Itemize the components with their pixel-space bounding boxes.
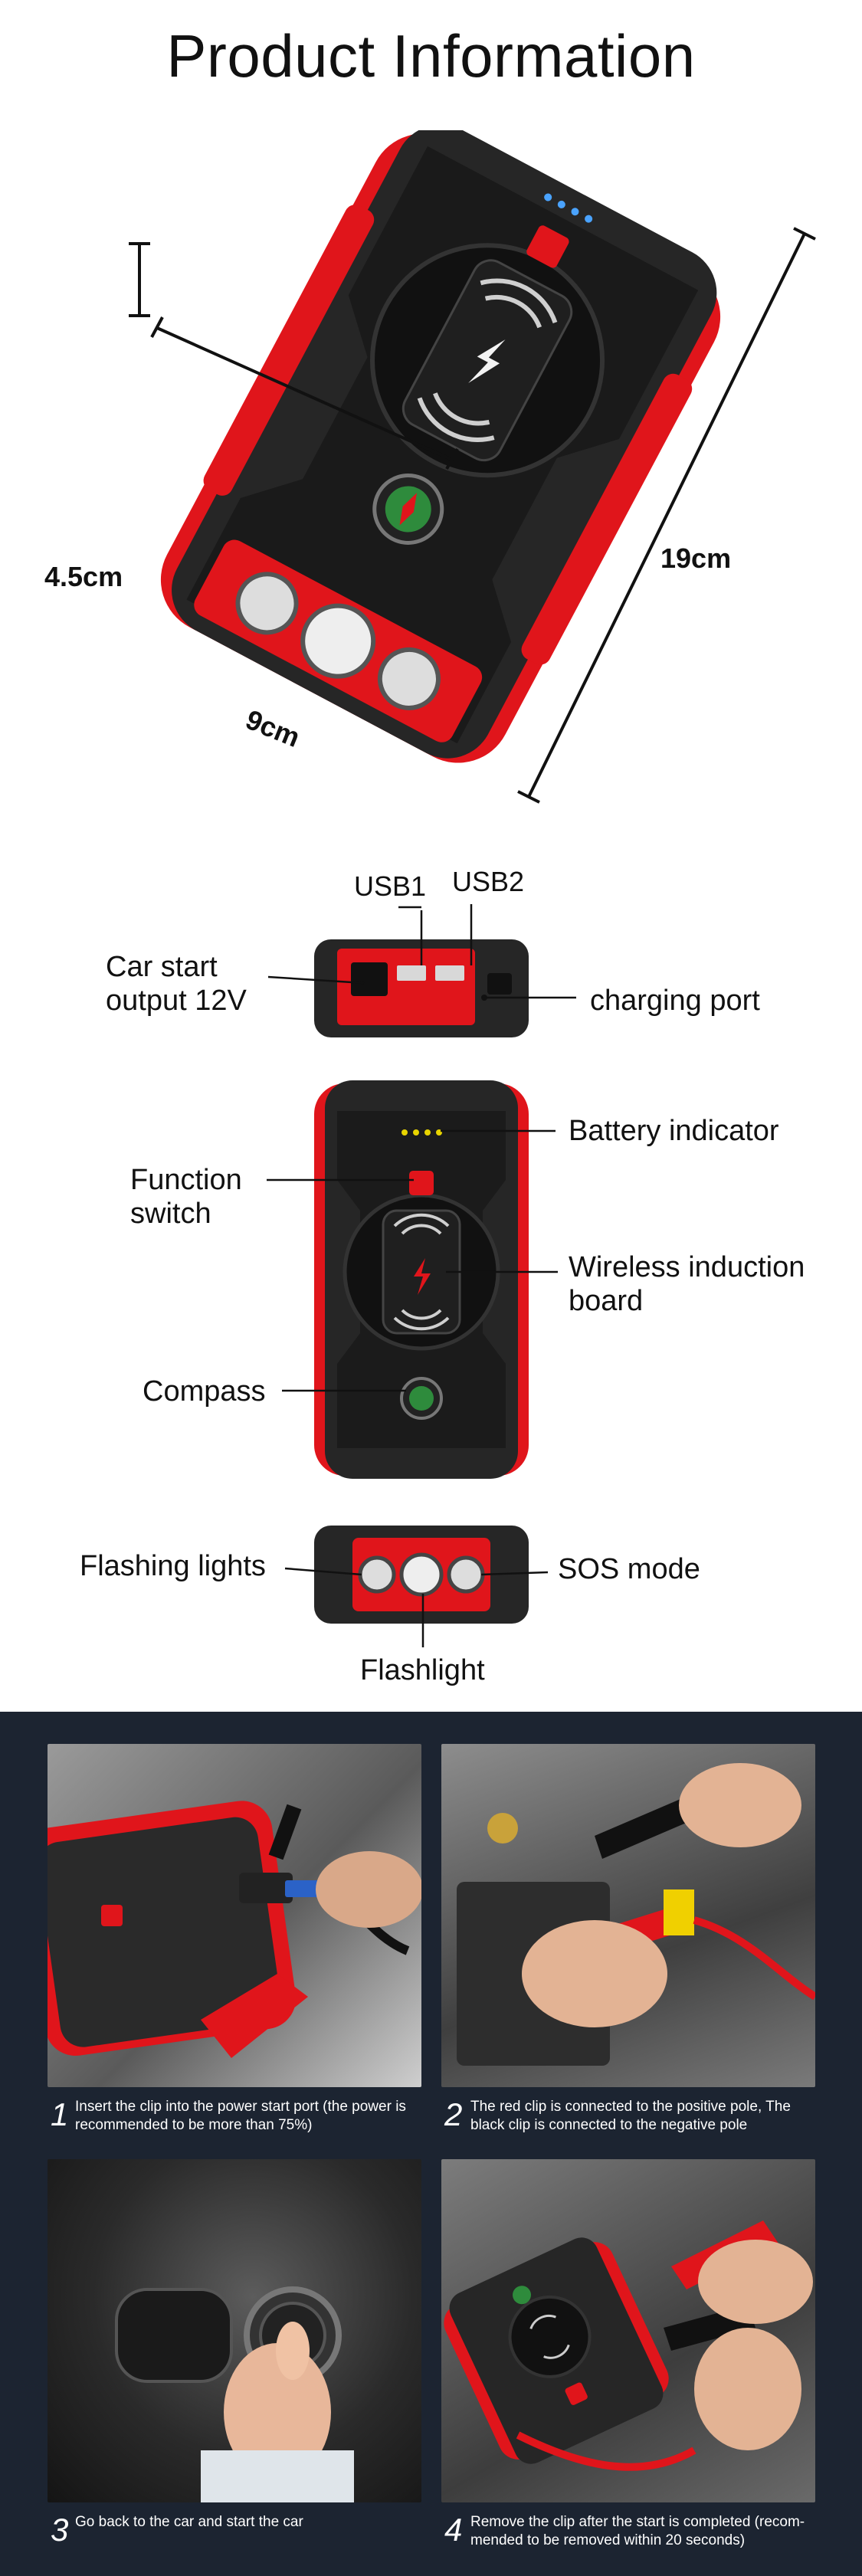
- bottom-view-leaders: [284, 1567, 549, 1647]
- sos-mode-label: SOS mode: [558, 1553, 700, 1585]
- step-4-number: 4: [444, 2512, 463, 2548]
- usb2-label: USB2: [452, 866, 525, 897]
- function-line2: switch: [130, 1198, 211, 1230]
- step-1-illustration: [48, 1801, 421, 2058]
- step-1-photo: [48, 1744, 421, 2087]
- function-line1: Function: [130, 1164, 242, 1196]
- car-start-output-label: Car start output 12V: [106, 950, 247, 1018]
- compass-label: Compass: [143, 1375, 266, 1408]
- length-dimension-label: 19cm: [660, 542, 732, 574]
- step-1-number: 1: [51, 2096, 69, 2132]
- wireless-induction-label: Wireless induction board: [569, 1250, 805, 1318]
- product-hero-illustration: [129, 130, 816, 804]
- height-dimension-label: 4.5cm: [44, 561, 123, 592]
- flashing-lights-label: Flashing lights: [80, 1550, 266, 1582]
- function-switch-label: Function switch: [130, 1163, 242, 1231]
- step-2-illustration: [457, 1763, 815, 2066]
- flashlight-label: Flashlight: [360, 1654, 485, 1686]
- wireless-line2: board: [569, 1285, 644, 1317]
- step-3-illustration: [115, 2286, 354, 2502]
- device-front-view: [314, 1080, 529, 1479]
- device-bottom-view: [314, 1526, 529, 1624]
- car-start-line2: output 12V: [106, 985, 247, 1017]
- front-view-leaders: [267, 1129, 558, 1392]
- step-1-text: Insert the clip into the power start por…: [75, 2099, 406, 2133]
- top-view-leaders: [267, 904, 576, 1001]
- car-start-line1: Car start: [106, 951, 218, 983]
- step-2-photo: [441, 1744, 815, 2087]
- step-4-text: Remove the clip after the start is compl…: [470, 2514, 805, 2548]
- wireless-line1: Wireless induction: [569, 1251, 805, 1283]
- step-3-number: 3: [51, 2512, 69, 2548]
- usb1-label: USB1: [354, 870, 427, 902]
- step-4-illustration: [444, 2220, 813, 2471]
- step-3-text: Go back to the car and start the car: [75, 2514, 303, 2530]
- step-2-number: 2: [444, 2096, 463, 2132]
- device-top-view: [314, 939, 529, 1037]
- battery-indicator-label: Battery indicator: [569, 1115, 779, 1147]
- step-3-photo: [48, 2159, 421, 2502]
- charging-port-label: charging port: [590, 985, 760, 1017]
- step-2-text: The red clip is connected to the positiv…: [470, 2099, 791, 2133]
- page-title: Product Information: [166, 22, 696, 90]
- step-4-photo: [441, 2159, 815, 2502]
